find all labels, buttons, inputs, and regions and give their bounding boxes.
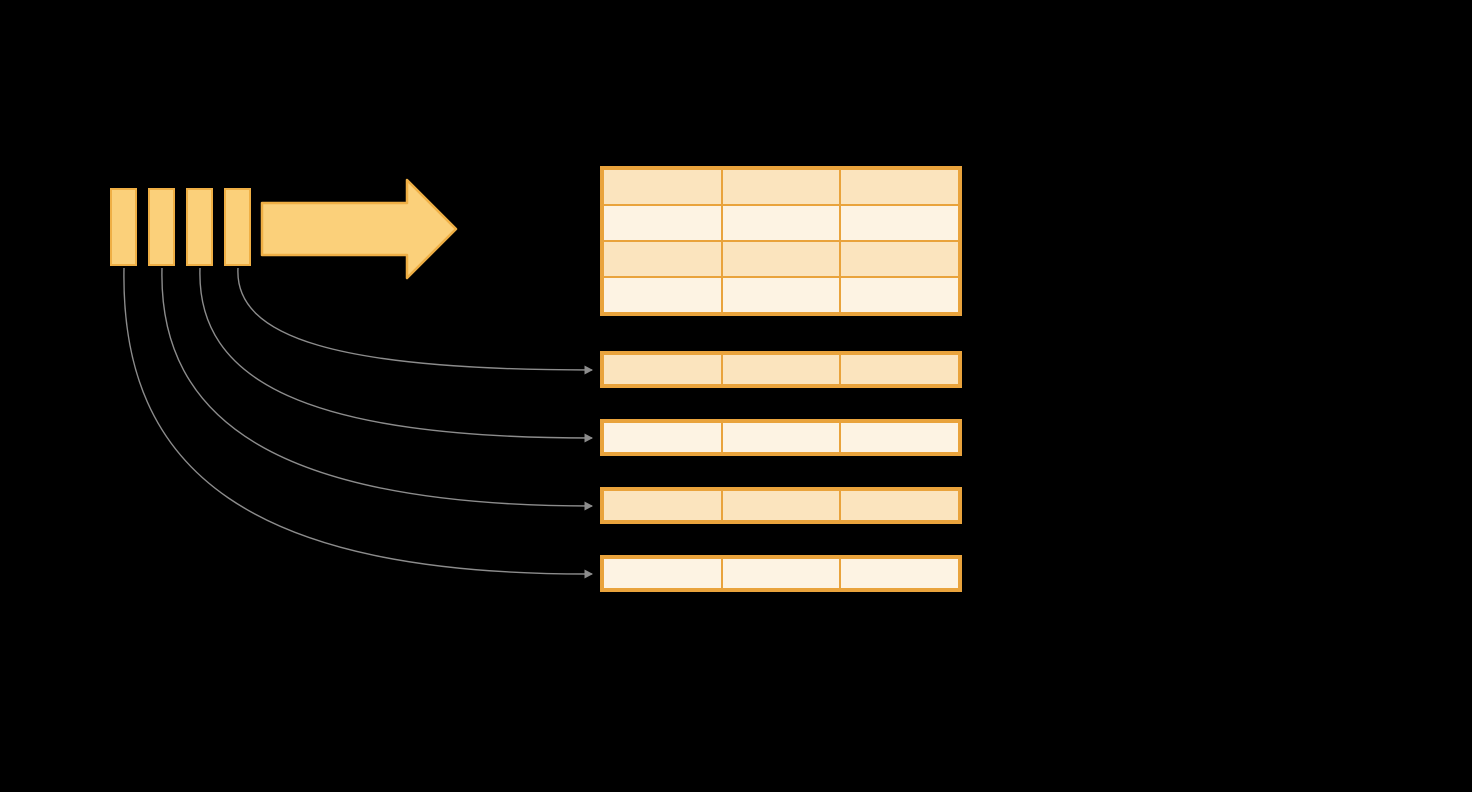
table-cell — [603, 169, 722, 205]
row-table-3 — [600, 487, 962, 524]
table-cell — [721, 169, 841, 205]
connector-arrow-2 — [161, 267, 593, 511]
table-cell — [840, 205, 959, 241]
table-cell — [603, 241, 722, 277]
table-cell — [603, 205, 722, 241]
table-cell — [721, 205, 841, 241]
table-cell — [603, 558, 722, 589]
batch-slice-4 — [224, 188, 251, 266]
table-cell — [721, 558, 841, 589]
batch-slice-3 — [186, 188, 213, 266]
table-cell — [603, 422, 722, 453]
table-cell — [840, 277, 959, 313]
table-cell — [840, 169, 959, 205]
connector-arrow-4 — [237, 267, 593, 375]
table-cell — [840, 558, 959, 589]
table-cell — [840, 490, 959, 521]
table-cell — [840, 422, 959, 453]
table-cell — [840, 354, 959, 385]
table-cell — [603, 277, 722, 313]
main-table — [600, 166, 962, 316]
batch-slice-2 — [148, 188, 175, 266]
row-table-4 — [600, 555, 962, 592]
table-cell — [721, 422, 841, 453]
row-table-1 — [600, 351, 962, 388]
table-cell — [603, 490, 722, 521]
table-cell — [721, 490, 841, 521]
connector-arrow-3 — [199, 267, 593, 443]
row-table-2 — [600, 419, 962, 456]
table-cell — [721, 241, 841, 277]
table-cell — [721, 277, 841, 313]
table-cell — [721, 354, 841, 385]
connector-arrow-1 — [123, 267, 593, 579]
batch-slice-1 — [110, 188, 137, 266]
table-cell — [603, 354, 722, 385]
table-cell — [840, 241, 959, 277]
block-arrow-icon — [260, 178, 458, 280]
